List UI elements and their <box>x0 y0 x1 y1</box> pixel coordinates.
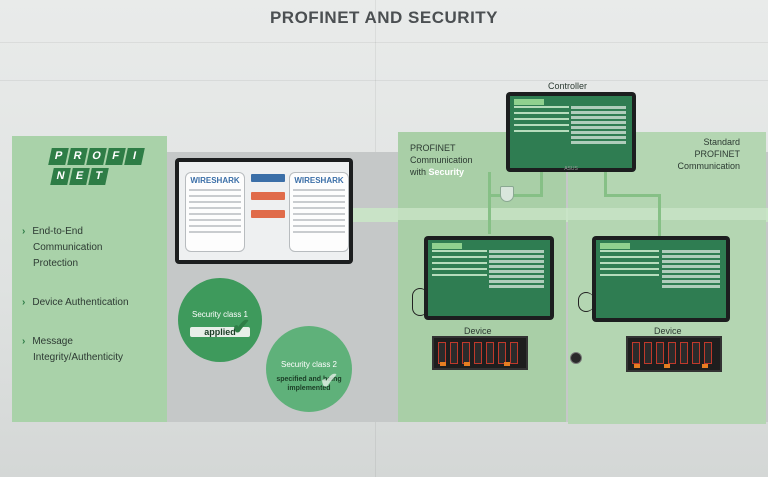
logo-letter: T <box>88 168 109 185</box>
feature-device-auth: › Device Authentication <box>22 295 129 311</box>
feature-text: Device Authentication <box>32 297 129 308</box>
logo-letter: F <box>105 148 126 165</box>
wireshark-title: WIRESHARK <box>294 176 344 185</box>
security-class-2-badge: Security class 2 specified and being imp… <box>266 326 352 412</box>
label-line: with <box>410 167 427 177</box>
controller-label: Controller <box>548 81 588 91</box>
device-right-monitor <box>592 236 730 322</box>
shield-icon <box>500 186 514 202</box>
chevron-right-icon: › <box>22 336 26 347</box>
feature-text: Communication <box>33 242 103 253</box>
device-left-screen <box>428 240 550 316</box>
connection-line <box>488 194 542 197</box>
feature-text: End-to-End <box>32 226 83 237</box>
connection-line <box>488 172 491 234</box>
feature-message-integrity: › Message Integrity/Authenticity <box>22 334 123 366</box>
cable <box>412 288 428 316</box>
chevron-right-icon: › <box>22 297 26 308</box>
mouse <box>570 352 582 364</box>
wireshark-title: WIRESHARK <box>190 176 240 185</box>
badge-status-line: specified and being <box>276 376 342 383</box>
io-device-right <box>626 336 722 372</box>
connection-strip <box>398 208 768 220</box>
security-comm-label: PROFINET Communication with Security <box>410 142 473 178</box>
logo-row-2: N E T <box>50 168 148 185</box>
device-right-screen <box>596 240 726 318</box>
connection-line <box>604 194 660 197</box>
feature-text: Message <box>32 336 73 347</box>
badge-title: Security class 1 <box>191 310 249 319</box>
label-security-word: Security <box>428 167 465 177</box>
label-line: Standard <box>703 137 740 147</box>
wireshark-flow <box>251 174 285 228</box>
feature-text: Integrity/Authenticity <box>33 352 124 363</box>
badge-status: applied <box>190 327 250 337</box>
connection-line <box>604 172 607 197</box>
wall-seam <box>0 42 768 43</box>
feature-end-to-end: › End-to-End Communication Protection <box>22 224 102 272</box>
device-right-label: Device <box>654 326 682 336</box>
standard-comm-label: Standard PROFINET Communication <box>672 136 740 172</box>
logo-letter: N <box>50 168 71 185</box>
features-panel: P R O F I N E T › End-to-End Communicatio… <box>12 136 167 422</box>
brand-label: ASUS <box>564 166 578 172</box>
logo-letter: P <box>48 148 69 165</box>
label-line: Communication <box>410 155 473 165</box>
check-icon: ✔ <box>320 368 339 393</box>
device-left-label: Device <box>464 326 492 336</box>
wireshark-pane-left: WIRESHARK <box>185 172 245 252</box>
controller-monitor: ASUS <box>506 92 636 172</box>
logo-letter: R <box>67 148 88 165</box>
wall-seam <box>0 80 768 81</box>
logo-letter: I <box>124 148 145 165</box>
io-device-left <box>432 336 528 370</box>
badge-status: specified and being implemented <box>266 375 352 393</box>
security-class-1-badge: Security class 1 applied ✔ <box>178 278 262 362</box>
check-icon: ✔ <box>232 314 251 339</box>
wireshark-screen: WIRESHARK WIRESHARK <box>179 162 349 260</box>
badge-title: Security class 2 <box>280 360 338 369</box>
connection-line <box>658 194 661 236</box>
wireshark-pane-right: WIRESHARK <box>289 172 349 252</box>
label-line: Communication <box>677 161 740 171</box>
logo-letter: O <box>86 148 107 165</box>
wireshark-monitor: WIRESHARK WIRESHARK <box>175 158 353 264</box>
connection-line <box>540 172 543 197</box>
controller-screen <box>510 96 632 168</box>
cable <box>578 292 594 312</box>
device-left-monitor <box>424 236 554 320</box>
feature-text: Protection <box>33 258 79 269</box>
badge-status-line: implemented <box>287 385 331 392</box>
label-line: PROFINET <box>410 143 456 153</box>
profinet-logo: P R O F I N E T <box>48 148 148 188</box>
label-line: PROFINET <box>694 149 740 159</box>
exhibit-title: PROFINET AND SECURITY <box>269 8 499 27</box>
chevron-right-icon: › <box>22 226 26 237</box>
logo-row-1: P R O F I <box>48 148 148 165</box>
logo-letter: E <box>69 168 90 185</box>
